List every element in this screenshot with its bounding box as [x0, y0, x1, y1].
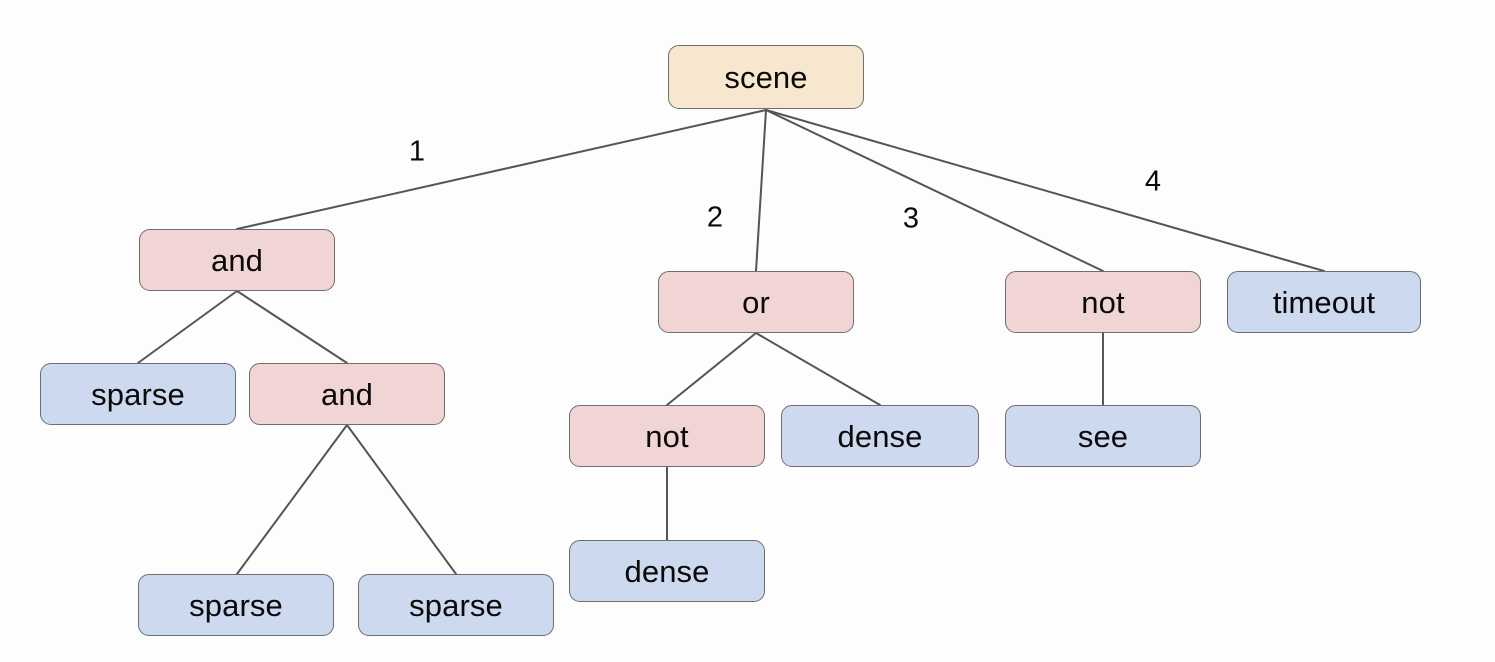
- tree-node-not1[interactable]: not: [1005, 271, 1201, 333]
- tree-node-sparse2[interactable]: sparse: [138, 574, 334, 636]
- tree-node-label: see: [1077, 418, 1129, 454]
- tree-node-dense1[interactable]: dense: [781, 405, 979, 467]
- tree-node-and1[interactable]: and: [139, 229, 335, 291]
- tree-node-label: timeout: [1272, 284, 1376, 320]
- edge-and1-to-sparse1: [137, 290, 238, 364]
- edge-or1-to-not2: [666, 332, 757, 406]
- tree-node-label: and: [210, 242, 264, 278]
- tree-node-label: and: [320, 376, 374, 412]
- tree-node-sparse1[interactable]: sparse: [40, 363, 236, 425]
- tree-node-or1[interactable]: or: [658, 271, 854, 333]
- tree-node-dense2[interactable]: dense: [569, 540, 765, 602]
- tree-node-not2[interactable]: not: [569, 405, 765, 467]
- tree-node-timeout1[interactable]: timeout: [1227, 271, 1421, 333]
- tree-node-label: dense: [837, 418, 923, 454]
- tree-node-label: sparse: [91, 376, 185, 412]
- edge-scene-to-not1: [765, 109, 1104, 272]
- edge-or1-to-dense1: [755, 332, 881, 406]
- edge-label-3: 3: [902, 202, 920, 235]
- tree-node-label: or: [742, 284, 770, 320]
- tree-node-scene[interactable]: scene: [668, 45, 864, 109]
- tree-node-label: sparse: [189, 587, 283, 623]
- tree-node-label: not: [1081, 284, 1125, 320]
- tree-node-sparse3[interactable]: sparse: [358, 574, 554, 636]
- edge-scene-to-or1: [755, 109, 767, 272]
- edge-and1-to-and2: [236, 290, 348, 364]
- edge-label-4: 4: [1144, 165, 1162, 198]
- edge-scene-to-timeout1: [765, 109, 1325, 272]
- edge-and2-to-sparse3: [346, 424, 457, 575]
- edge-label-2: 2: [706, 201, 724, 234]
- tree-node-label: scene: [724, 59, 808, 95]
- edge-label-1: 1: [408, 135, 426, 168]
- tree-node-label: sparse: [409, 587, 503, 623]
- tree-node-and2[interactable]: and: [249, 363, 445, 425]
- edge-scene-to-and1: [236, 109, 767, 230]
- tree-node-label: not: [645, 418, 689, 454]
- tree-node-see1[interactable]: see: [1005, 405, 1201, 467]
- edge-and2-to-sparse2: [236, 424, 348, 575]
- tree-node-label: dense: [624, 553, 710, 589]
